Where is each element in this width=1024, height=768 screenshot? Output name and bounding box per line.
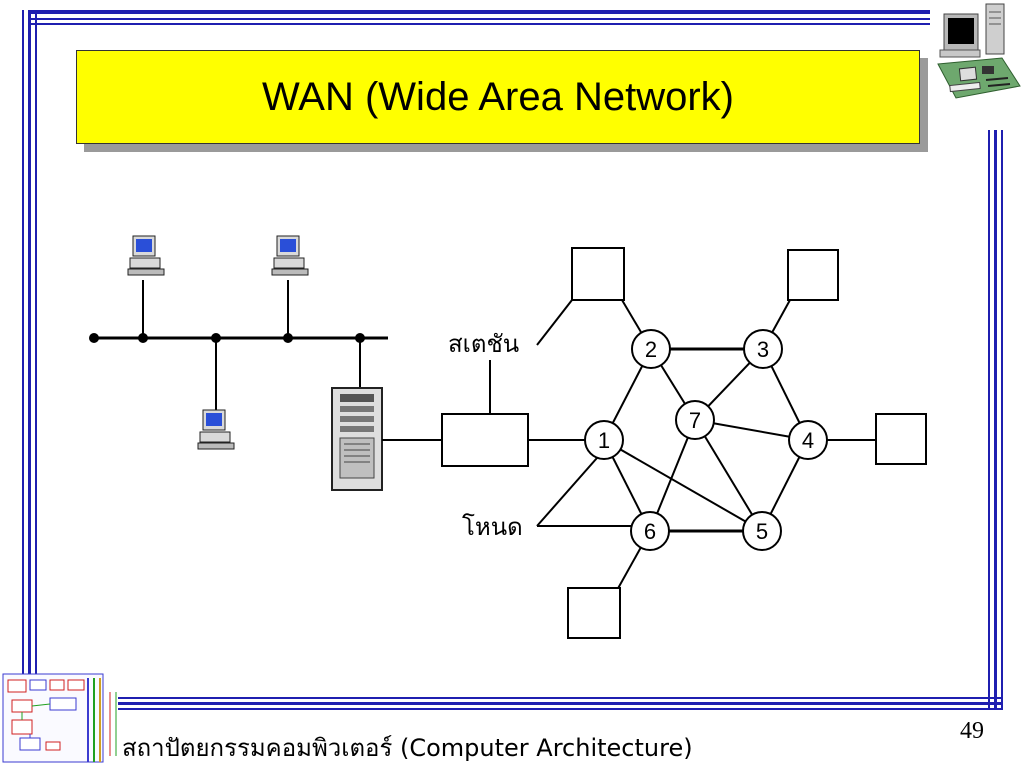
frame-right-line-1: [988, 130, 990, 710]
node-label-6: 6: [644, 519, 656, 544]
server-tower-icon: [331, 387, 383, 491]
page-number: 49: [960, 718, 984, 744]
station-box: [787, 249, 839, 301]
frame-top-line-3: [30, 23, 930, 25]
workstation-icon: [271, 235, 309, 276]
frame-right-line-2: [994, 130, 997, 710]
node-label: โหนด: [462, 513, 523, 541]
frame-left-line-1: [22, 10, 24, 680]
station-box: [567, 587, 621, 639]
frame-bottom-line-3: [118, 708, 1003, 710]
station-box: [875, 413, 927, 465]
footer-course-title: สถาปัตยกรรมคอมพิวเตอร์ (Computer Archite…: [122, 734, 693, 762]
node-label-4: 4: [802, 428, 814, 453]
gateway-station: [441, 413, 529, 467]
workstation-icon: [127, 235, 165, 276]
station-label: สเตชัน: [448, 330, 519, 358]
page-title: WAN (Wide Area Network): [262, 74, 734, 119]
frame-top-line-2: [30, 18, 930, 20]
node-label-7: 7: [689, 408, 701, 433]
workstation-icon: [197, 409, 235, 450]
node-circle: [584, 329, 828, 551]
frame-left-line-2: [28, 10, 31, 680]
frame-bottom-line-2: [118, 702, 1003, 705]
system-diagram-logo-icon: [2, 673, 117, 763]
station-box: [571, 247, 625, 301]
node-label-3: 3: [757, 337, 769, 362]
node-label-5: 5: [756, 519, 768, 544]
node-label-2: 2: [645, 337, 657, 362]
lan-drops: [142, 280, 361, 410]
frame-bottom-line-1: [118, 697, 1003, 699]
node-label-1: 1: [598, 428, 610, 453]
frame-right-line-3: [1001, 130, 1003, 710]
computer-clipart-icon: [937, 3, 1021, 99]
title-box: WAN (Wide Area Network): [76, 50, 920, 144]
frame-top-line-1: [30, 10, 930, 14]
frame-left-line-3: [35, 10, 37, 680]
